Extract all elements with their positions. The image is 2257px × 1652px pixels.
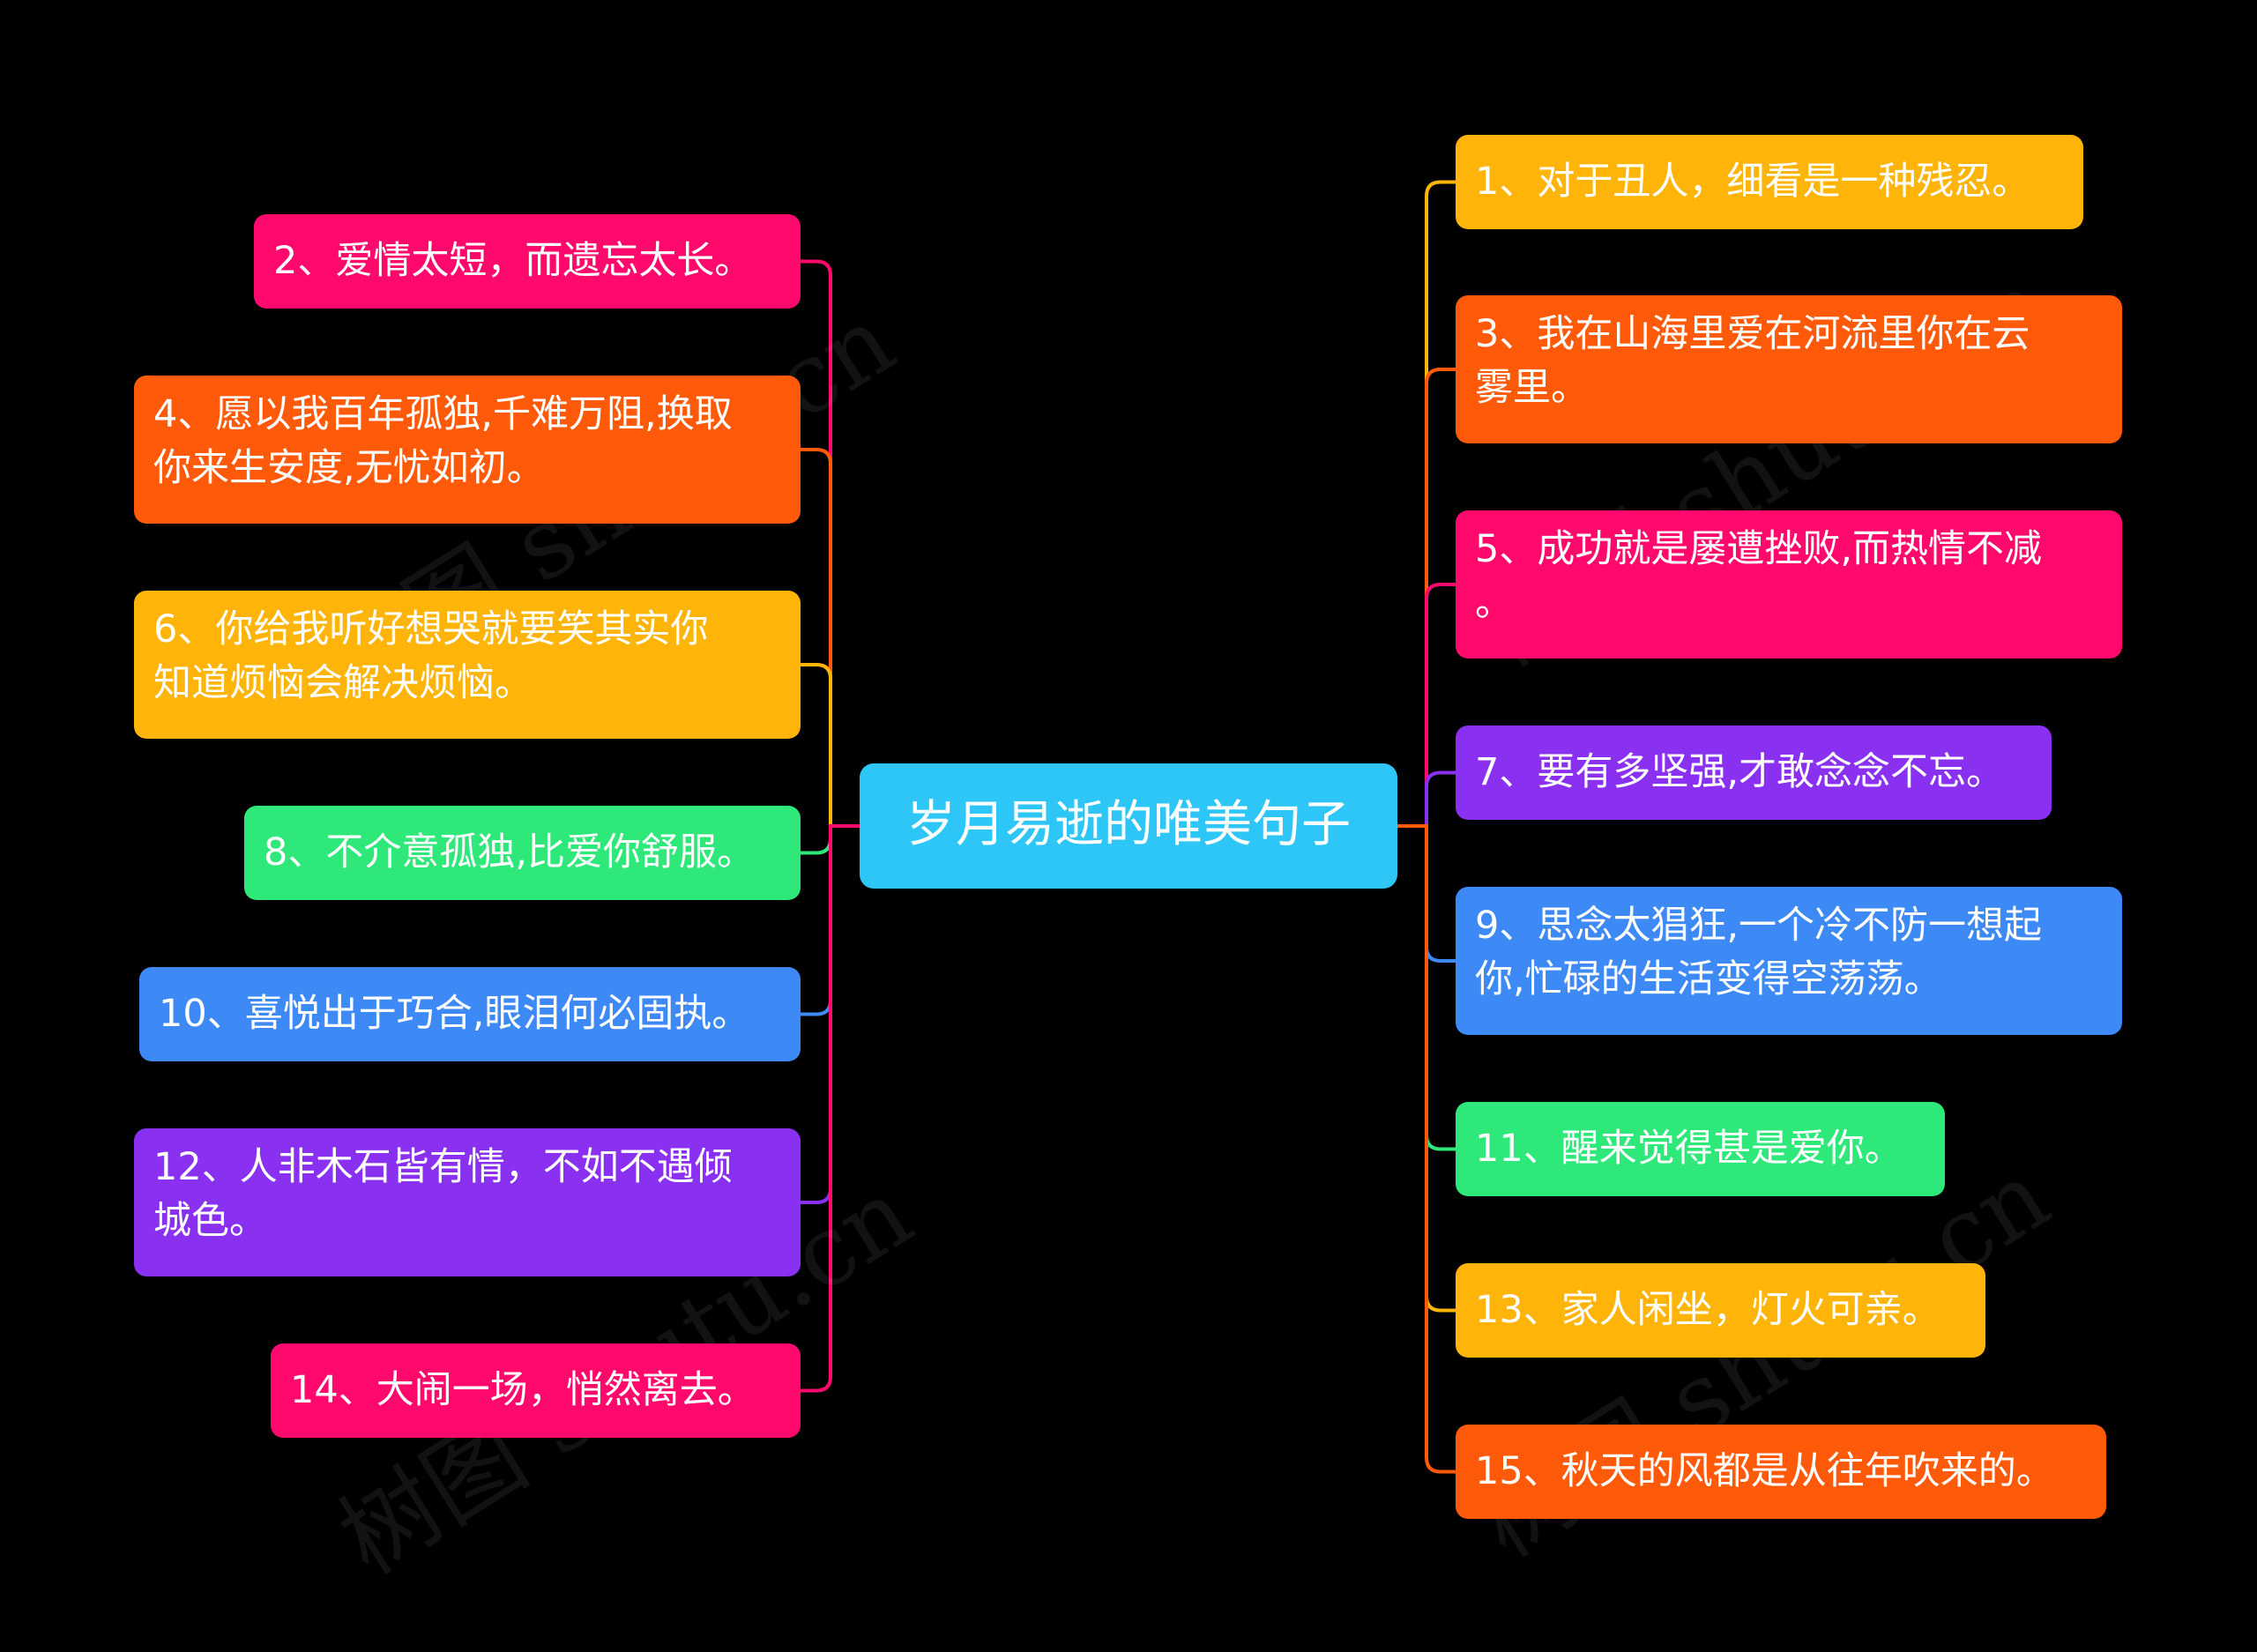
branch-node-7[interactable]: 7、要有多坚强,才敢念念不忘。 xyxy=(1456,726,2052,820)
branch-node-label: 城色。 xyxy=(153,1199,267,1243)
root-topic[interactable]: 岁月易逝的唯美句子 xyxy=(860,763,1397,889)
branch-node-label: 4、愿以我百年孤独,千难万阻,换取 xyxy=(153,392,733,436)
branch-node-label: 知道烦恼会解决烦恼。 xyxy=(153,661,533,705)
connector-line xyxy=(1396,368,1457,828)
branch-node-15[interactable]: 15、秋天的风都是从往年吹来的。 xyxy=(1456,1425,2106,1519)
connector-line xyxy=(1396,824,1457,1474)
branch-node-label: 5、成功就是屡遭挫败,而热情不减 xyxy=(1475,527,2043,571)
branch-node-label: 12、人非木石皆有情，不如不遇倾 xyxy=(153,1145,733,1189)
branch-node-label: 1、对于丑人，细看是一种残忍。 xyxy=(1475,160,2030,204)
connector-line xyxy=(1396,180,1457,828)
branch-node-label: 13、家人闲坐，灯火可亲。 xyxy=(1475,1288,1940,1332)
branch-node-label: 7、要有多坚强,才敢念念不忘。 xyxy=(1475,750,2005,794)
branch-node-14[interactable]: 14、大闹一场，悄然离去。 xyxy=(271,1343,801,1438)
branch-node-label: 6、你给我听好想哭就要笑其实你 xyxy=(153,607,709,651)
branch-node-label: 你来生安度,无忧如初。 xyxy=(153,446,545,490)
branch-node-label: 11、醒来觉得甚是爱你。 xyxy=(1475,1127,1903,1171)
connector-line xyxy=(799,663,861,828)
connector-line xyxy=(1396,583,1457,828)
branch-node-8[interactable]: 8、不介意孤独,比爱你舒服。 xyxy=(244,806,801,900)
branch-node-label: 10、喜悦出于巧合,眼泪何必固执。 xyxy=(159,992,750,1036)
branch-node-label: 9、思念太猖狂,一个冷不防一想起 xyxy=(1475,904,2043,948)
connector-line xyxy=(1396,770,1457,828)
branch-node-9[interactable]: 9、思念太猖狂,一个冷不防一想起 你,忙碌的生活变得空荡荡。 xyxy=(1456,887,2122,1035)
branch-node-label: 你,忙碌的生活变得空荡荡。 xyxy=(1475,957,1942,1001)
branch-node-label: 雾里。 xyxy=(1475,366,1589,410)
branch-node-3[interactable]: 3、我在山海里爱在河流里你在云 雾里。 xyxy=(1456,295,2122,443)
branch-node-4[interactable]: 4、愿以我百年孤独,千难万阻,换取 你来生安度,无忧如初。 xyxy=(134,376,801,524)
branch-node-5[interactable]: 5、成功就是屡遭挫败,而热情不减 。 xyxy=(1456,510,2122,659)
branch-node-label: 8、不介意孤独,比爱你舒服。 xyxy=(264,830,756,874)
branch-node-6[interactable]: 6、你给我听好想哭就要笑其实你 知道烦恼会解决烦恼。 xyxy=(134,591,801,739)
branch-node-label: 15、秋天的风都是从往年吹来的。 xyxy=(1475,1449,2054,1493)
branch-node-label: 。 xyxy=(1475,581,1513,625)
branch-node-1[interactable]: 1、对于丑人，细看是一种残忍。 xyxy=(1456,135,2083,229)
branch-node-11[interactable]: 11、醒来觉得甚是爱你。 xyxy=(1456,1102,1945,1196)
branch-node-12[interactable]: 12、人非木石皆有情，不如不遇倾 城色。 xyxy=(134,1128,801,1276)
connector-line xyxy=(799,824,861,1393)
branch-node-10[interactable]: 10、喜悦出于巧合,眼泪何必固执。 xyxy=(139,967,801,1061)
branch-node-label: 3、我在山海里爱在河流里你在云 xyxy=(1475,312,2030,356)
branch-node-13[interactable]: 13、家人闲坐，灯火可亲。 xyxy=(1456,1263,1985,1358)
branch-node-2[interactable]: 2、爱情太短，而遗忘太长。 xyxy=(254,214,801,309)
connector-line xyxy=(799,448,861,828)
branch-node-label: 14、大闹一场，悄然离去。 xyxy=(290,1368,756,1412)
root-topic-label: 岁月易逝的唯美句子 xyxy=(906,796,1351,853)
connector-line xyxy=(799,259,861,828)
branch-node-label: 2、爱情太短，而遗忘太长。 xyxy=(273,239,753,283)
